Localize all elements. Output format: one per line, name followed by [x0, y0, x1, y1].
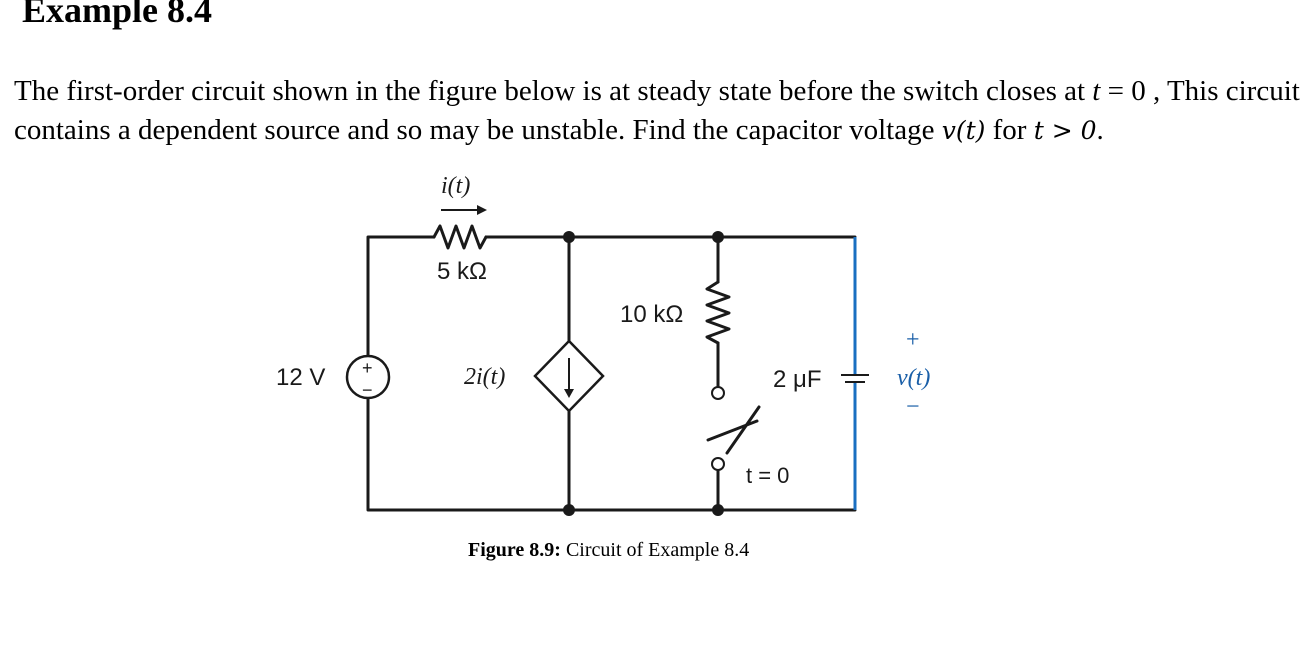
problem-v-expression: v(t) [941, 116, 986, 145]
dependent-source-arrowhead-icon [564, 389, 574, 398]
dependent-source-label: 2i(t) [464, 364, 505, 390]
problem-text-2: = 0 , This circuit contains a dependent … [14, 75, 1300, 146]
junction-dot-top-right [712, 231, 724, 243]
switch-lever [725, 405, 761, 455]
switch-blade [706, 419, 759, 442]
resistor-5k-label: 5 kΩ [437, 258, 487, 285]
problem-statement: The first-order circuit shown in the fig… [14, 72, 1306, 150]
voltage-label: v(t) [897, 365, 930, 391]
junction-dot-bottom-right [712, 504, 724, 516]
source-plus-sign: + [362, 358, 373, 378]
source-voltage-label: 12 V [276, 364, 325, 391]
switch-time-label: t = 0 [746, 463, 789, 488]
switch-contact-top [711, 386, 725, 400]
wire-left-top [366, 235, 436, 358]
problem-text-3: for [985, 114, 1034, 146]
problem-condition: t > 0 [1033, 116, 1097, 145]
problem-t-variable: t [1092, 75, 1101, 107]
voltage-source-symbol [345, 354, 391, 400]
source-minus-sign: − [362, 380, 373, 400]
voltage-plus-sign: + [906, 327, 920, 353]
resistor-10k [705, 280, 731, 345]
current-arrowhead-icon [477, 205, 487, 215]
example-heading: Example 8.4 [22, 0, 213, 30]
current-label: i(t) [441, 173, 470, 199]
voltage-minus-sign: − [906, 394, 920, 420]
switch-contact-bottom [711, 457, 725, 471]
caption-text: Circuit of Example 8.4 [565, 539, 750, 561]
figure-caption: Figure 8.9: Circuit of Example 8.4 [468, 537, 749, 563]
capacitor-label: 2 μF [773, 366, 822, 393]
junction-dot-top-mid [563, 231, 575, 243]
resistor-5k [432, 224, 488, 250]
problem-text-4: . [1096, 114, 1104, 146]
junction-dot-bottom-mid [563, 504, 575, 516]
caption-label: Figure 8.9: [468, 539, 561, 561]
problem-text-1: The first-order circuit shown in the fig… [14, 75, 1086, 107]
resistor-10k-label: 10 kΩ [620, 301, 683, 328]
wire-left-bottom [366, 397, 857, 512]
